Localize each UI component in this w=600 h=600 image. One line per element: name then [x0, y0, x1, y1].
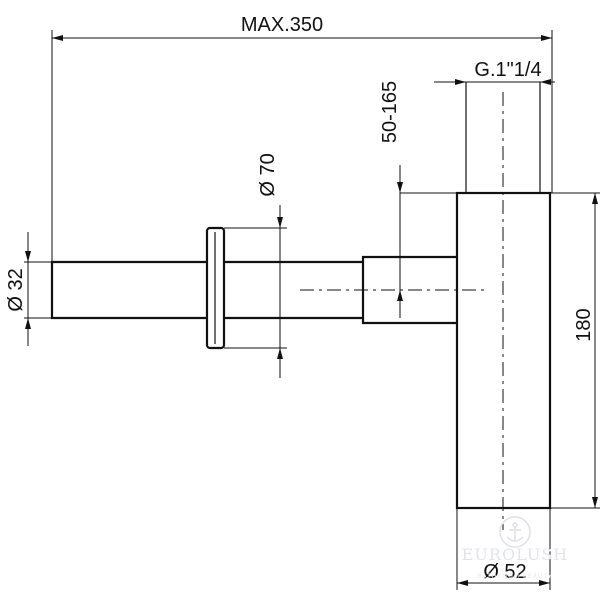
dimension-pipe-diameter: Ø 32 [5, 232, 52, 346]
body-diameter-label: Ø 52 [483, 561, 526, 583]
thread-label: G.1"1/4 [474, 59, 541, 81]
dimension-thread: G.1"1/4 [434, 59, 555, 85]
dimension-height-range: 50-165 [379, 81, 457, 318]
dimension-flange-diameter: Ø 70 [224, 153, 287, 378]
dimension-body-diameter: Ø 52 [456, 508, 551, 590]
watermark-text: EUROLUSH [462, 545, 568, 564]
outlet-pipe [50, 260, 207, 320]
dimension-total-height: 180 [550, 192, 600, 509]
watermark: EUROLUSH BATHROOM BEAUTY [462, 516, 568, 580]
dimension-max-length: MAX.350 [51, 14, 553, 262]
max-length-label: MAX.350 [241, 14, 323, 36]
watermark-subtext: BATHROOM BEAUTY [477, 573, 552, 580]
siphon-outline [50, 82, 552, 530]
total-height-label: 180 [573, 308, 595, 341]
height-range-label: 50-165 [379, 81, 401, 143]
anchor-icon [499, 516, 531, 548]
flange-diameter-label: Ø 70 [257, 153, 279, 196]
pipe-diameter-label: Ø 32 [5, 268, 27, 311]
wall-flange [205, 226, 226, 350]
